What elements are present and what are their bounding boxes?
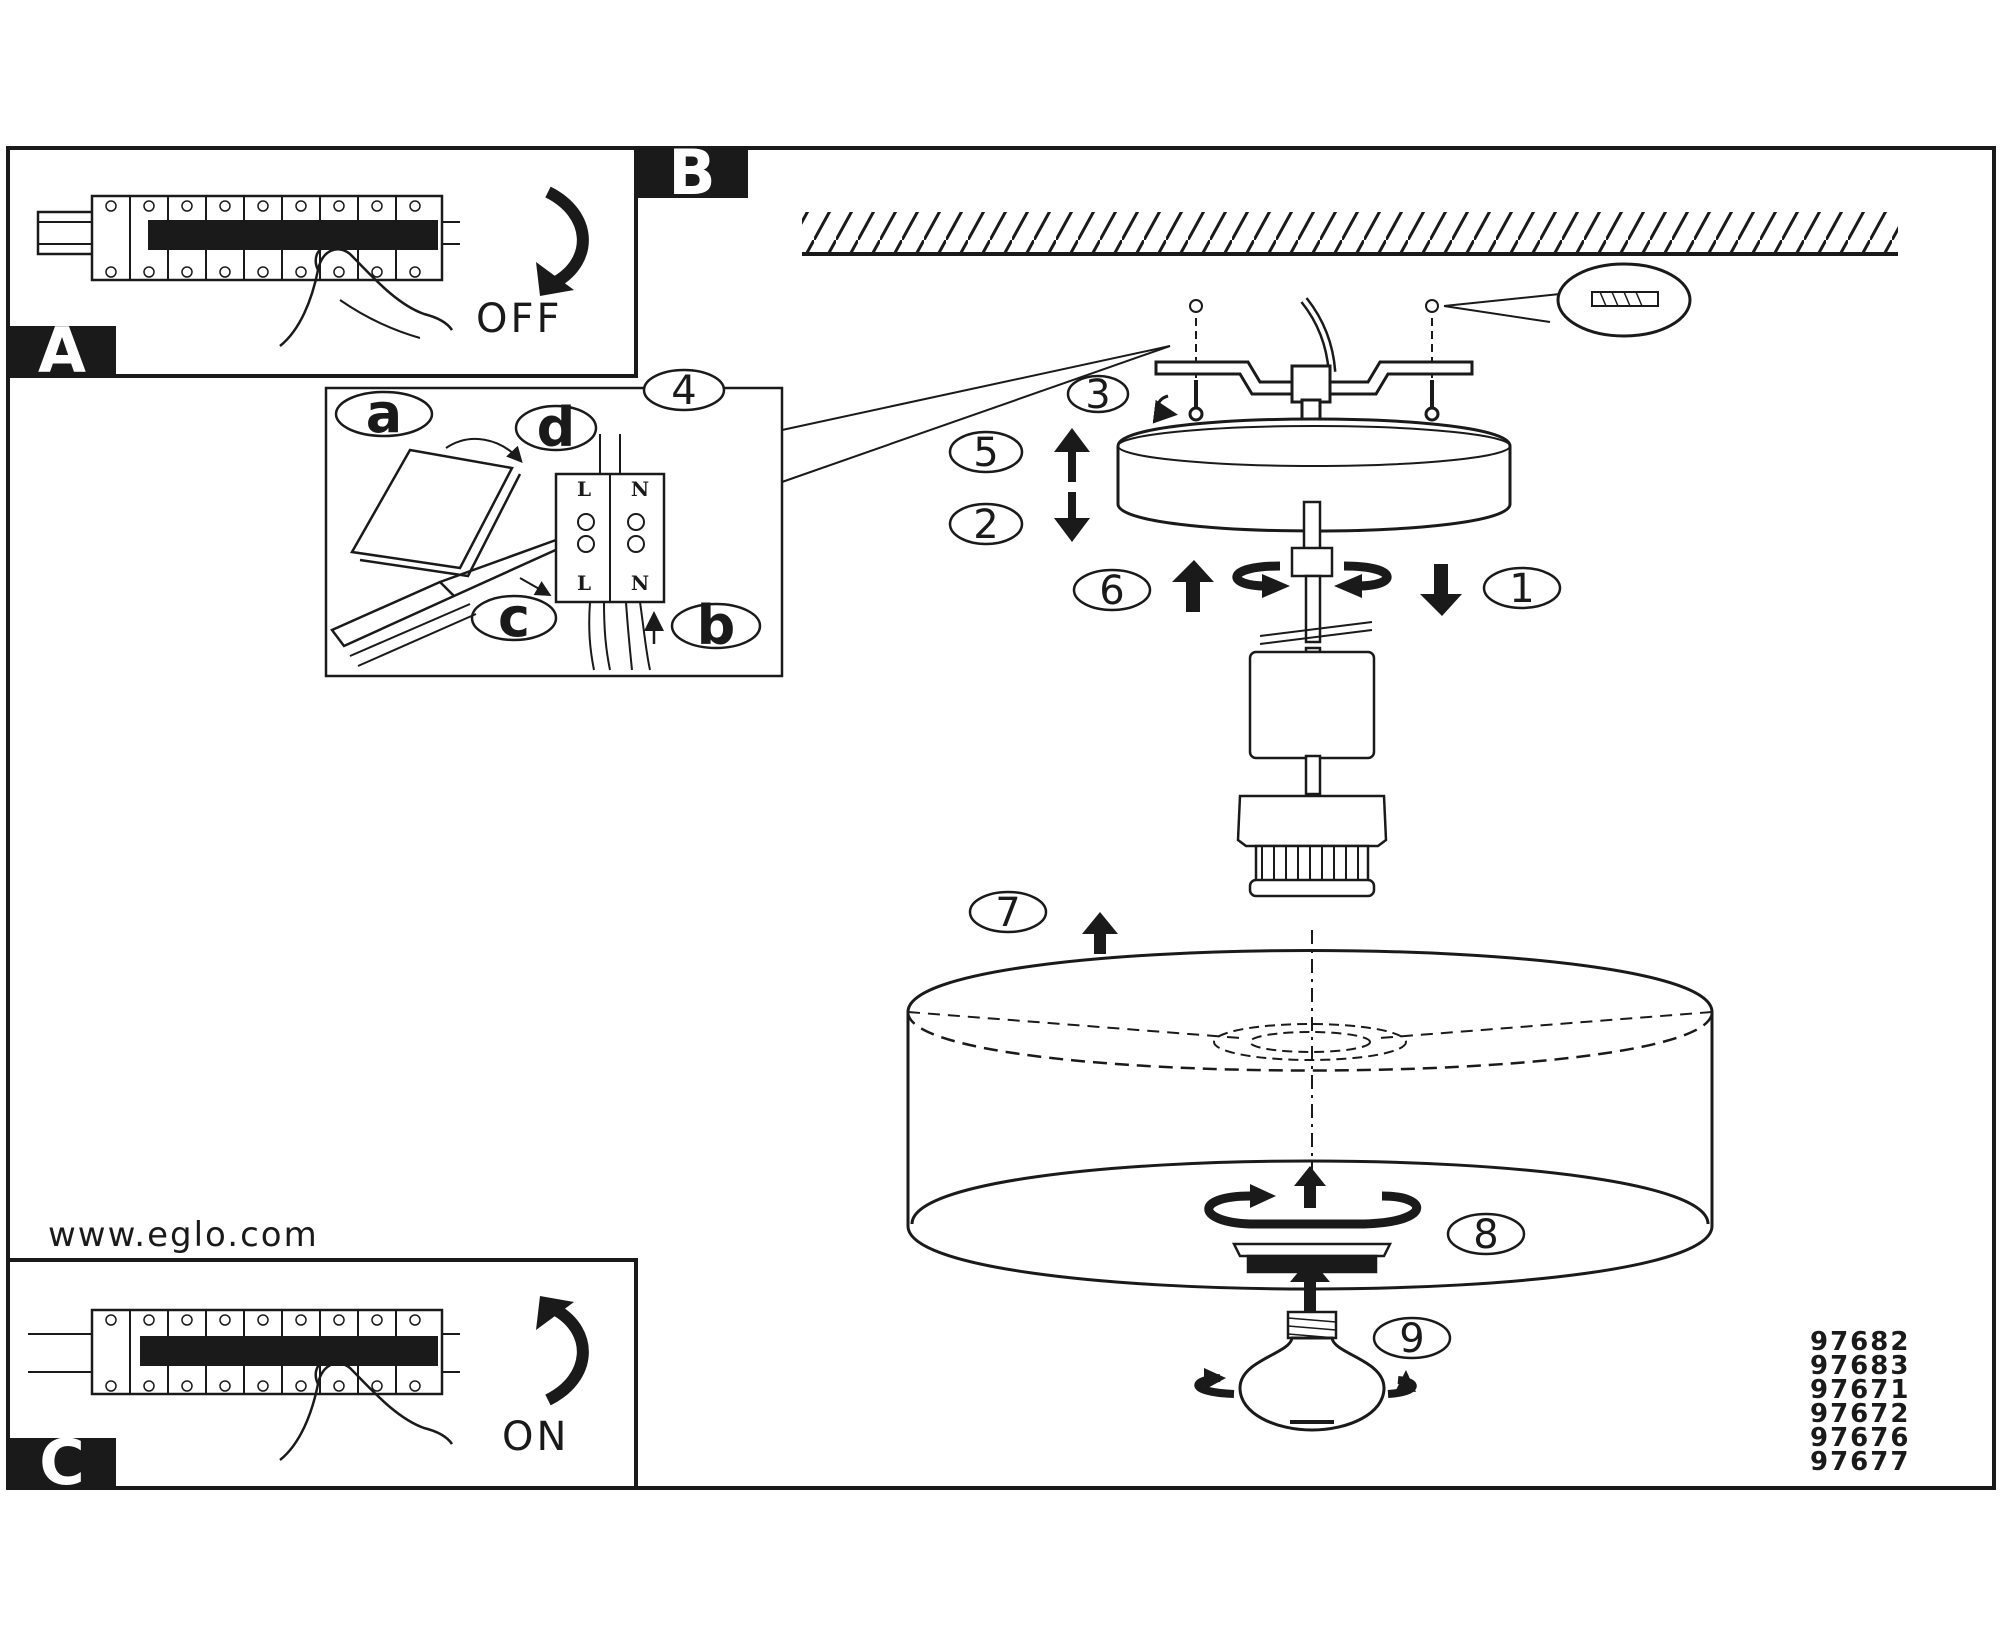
switch-on-label: ON [502,1414,569,1460]
off-arrow-icon [545,186,589,288]
model-number: 97677 [1810,1447,1910,1477]
model-number: 97672 [1810,1399,1910,1429]
rotate-arrows-bottom [1204,1166,1421,1229]
ceiling-cable [1300,297,1337,373]
terminal-live-bottom: L [577,571,591,595]
panel-a: A [6,146,638,387]
panel-a-badge [8,326,116,376]
suspension-cable [1259,500,1373,654]
down-arrow-icon [1054,492,1090,542]
mounting-bracket [1154,360,1474,428]
up-arrow-icon-3 [1082,912,1118,954]
step-4-number: 4 [671,368,696,414]
step-2-marker: 2 [948,492,1090,548]
wall-plug-callout [1443,262,1692,338]
screwdriver-icon [330,538,561,648]
model-number: 97682 [1810,1327,1910,1357]
on-arrow-icon [545,1304,589,1406]
step-9-marker: 9 [1372,1316,1452,1362]
outer-frame [6,146,1996,1490]
step-9-number: 9 [1399,1316,1424,1362]
screw-turn-icon [1152,394,1178,424]
light-bulb [1194,1258,1417,1432]
model-numbers: 97682 97683 97671 97672 97676 97677 [1810,1327,1910,1477]
breaker-block-a [90,194,444,282]
up-arrow-icon [1054,428,1090,482]
lamp-socket [1236,650,1388,898]
ceiling-canopy [1116,417,1512,533]
down-arrow-icon-2 [1420,564,1462,616]
step-1-number: 1 [1509,566,1534,612]
step-5-marker: 5 [948,428,1090,482]
up-arrow-icon-5 [1290,1258,1330,1312]
terminal-neutral-bottom: N [631,571,649,595]
lamp-shade [906,930,1714,1291]
panel-c-letter: C [39,1426,85,1499]
step-6-number: 6 [1099,568,1124,614]
ceiling [802,212,1898,256]
step-3-number: 3 [1085,372,1110,418]
breaker-block-c [90,1308,444,1396]
panel-a-letter: A [38,314,86,387]
detail-letter-d: d [537,396,576,459]
up-arrow-icon-4 [1294,1166,1326,1208]
rotate-arrows-top [1232,561,1392,598]
panel-b-badge [636,148,748,198]
terminal-block: L N L N [554,434,666,671]
hand-c [279,1362,454,1461]
step-8-number: 8 [1473,1212,1498,1258]
wall-plug-icon [1591,291,1659,307]
model-number: 97683 [1810,1351,1910,1381]
panel-c: C ON [6,1258,638,1499]
up-arrow-icon-2 [1172,560,1214,612]
terminal-live-top: L [577,477,591,501]
step-3-marker: 3 [1066,372,1178,424]
model-number: 97671 [1810,1375,1910,1405]
panel-b-letter: B [668,136,715,209]
rotate-icon [1232,561,1281,591]
step-8-marker: 8 [1446,1212,1526,1258]
website-url: www.eglo.com [48,1215,319,1255]
detail-letter-b: b [697,594,736,657]
step-6-marker: 6 [1072,560,1214,614]
detail-letter-a: a [366,382,402,445]
hand-a [279,248,454,347]
step-2-number: 2 [973,502,998,548]
step-7-number: 7 [995,890,1020,936]
terminal-neutral-top: N [631,477,649,501]
model-number: 97676 [1810,1423,1910,1453]
switch-off-label: OFF [476,296,563,342]
step-7-marker: 7 [968,890,1118,954]
terminal-cover [350,448,522,578]
terminal-detail-inset: 4 a d c b L N L N [324,345,1171,678]
rotate-icon-2 [1204,1191,1421,1229]
detail-letter-c: c [498,586,530,649]
step-5-number: 5 [973,430,998,476]
step-1-marker: 1 [1420,564,1562,616]
panel-c-badge [8,1438,116,1488]
